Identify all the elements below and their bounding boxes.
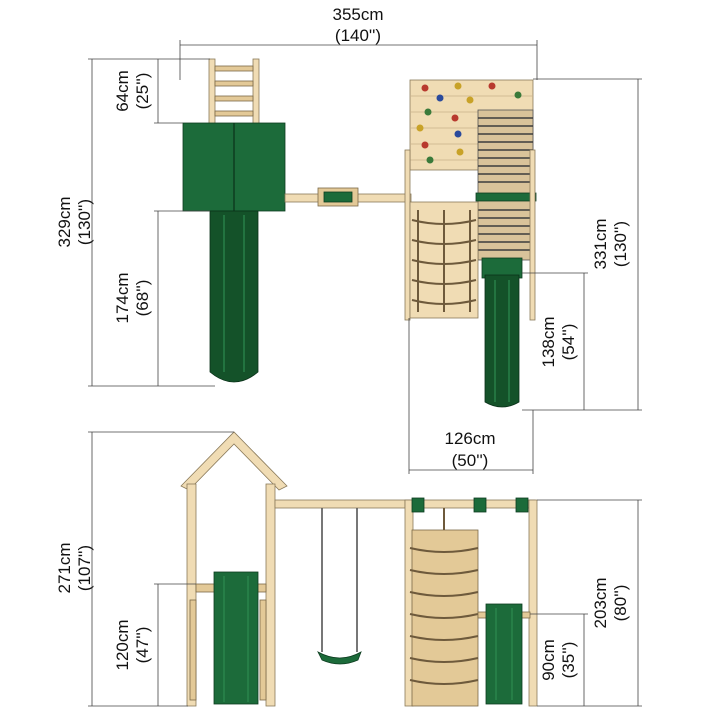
top-left-roof (182, 122, 286, 212)
right-width-imperial: (50'') (452, 451, 489, 470)
overall-width-imperial: (140'') (335, 26, 381, 45)
right-slide-imperial: (54'') (559, 324, 578, 361)
front-platform-right-dimension: 90cm (35'') (530, 613, 588, 706)
left-total-metric: 329cm (55, 196, 74, 247)
top-left-slide (209, 210, 259, 383)
front-swing (274, 499, 411, 665)
front-platform-left-metric: 120cm (113, 619, 132, 670)
overall-width-metric: 355cm (332, 5, 383, 24)
front-platform-left-imperial: (47'') (133, 627, 152, 664)
front-total-height-imperial: (107'') (75, 545, 94, 591)
front-view: 271cm (107'') 120cm (47'') 203cm (80'') … (55, 431, 642, 707)
top-ladder (208, 58, 260, 126)
front-platform-right-metric: 90cm (539, 639, 558, 681)
top-swing-beam (284, 187, 412, 207)
ladder-metric: 64cm (113, 70, 132, 112)
front-platform-right-imperial: (35'') (559, 642, 578, 679)
left-slide-dimension: 174cm (68'') (113, 210, 210, 386)
left-slide-metric: 174cm (113, 272, 132, 323)
right-total-dimension: 331cm (130'') (522, 78, 642, 411)
ladder-dimension: 64cm (25'') (113, 59, 183, 124)
right-total-metric: 331cm (591, 218, 610, 269)
top-right-slide (481, 257, 523, 408)
top-view: 355cm (140'') (55, 5, 642, 474)
right-slide-metric: 138cm (539, 316, 558, 367)
top-rope-net (409, 201, 479, 319)
front-total-height-dimension: 271cm (107'') (55, 431, 234, 707)
left-total-dimension: 329cm (130'') (55, 58, 215, 387)
right-total-imperial: (130'') (611, 221, 630, 267)
front-left-tower (180, 431, 288, 707)
left-slide-imperial: (68'') (133, 280, 152, 317)
overall-width-dimension: 355cm (140'') (179, 5, 538, 80)
left-total-imperial: (130'') (75, 199, 94, 245)
front-right-structure (404, 497, 538, 707)
right-width-dimension: 126cm (50'') (408, 318, 534, 474)
right-width-metric: 126cm (444, 429, 495, 448)
right-slide-dimension: 138cm (54'') (522, 272, 588, 410)
top-right-deck (404, 109, 537, 321)
front-total-height-metric: 271cm (55, 542, 74, 593)
front-platform-left-dimension: 120cm (47'') (113, 583, 196, 706)
front-beam-height-dimension: 203cm (80'') (537, 499, 642, 707)
front-beam-height-imperial: (80'') (611, 585, 630, 622)
ladder-imperial: (25'') (133, 73, 152, 110)
front-beam-height-metric: 203cm (591, 577, 610, 628)
